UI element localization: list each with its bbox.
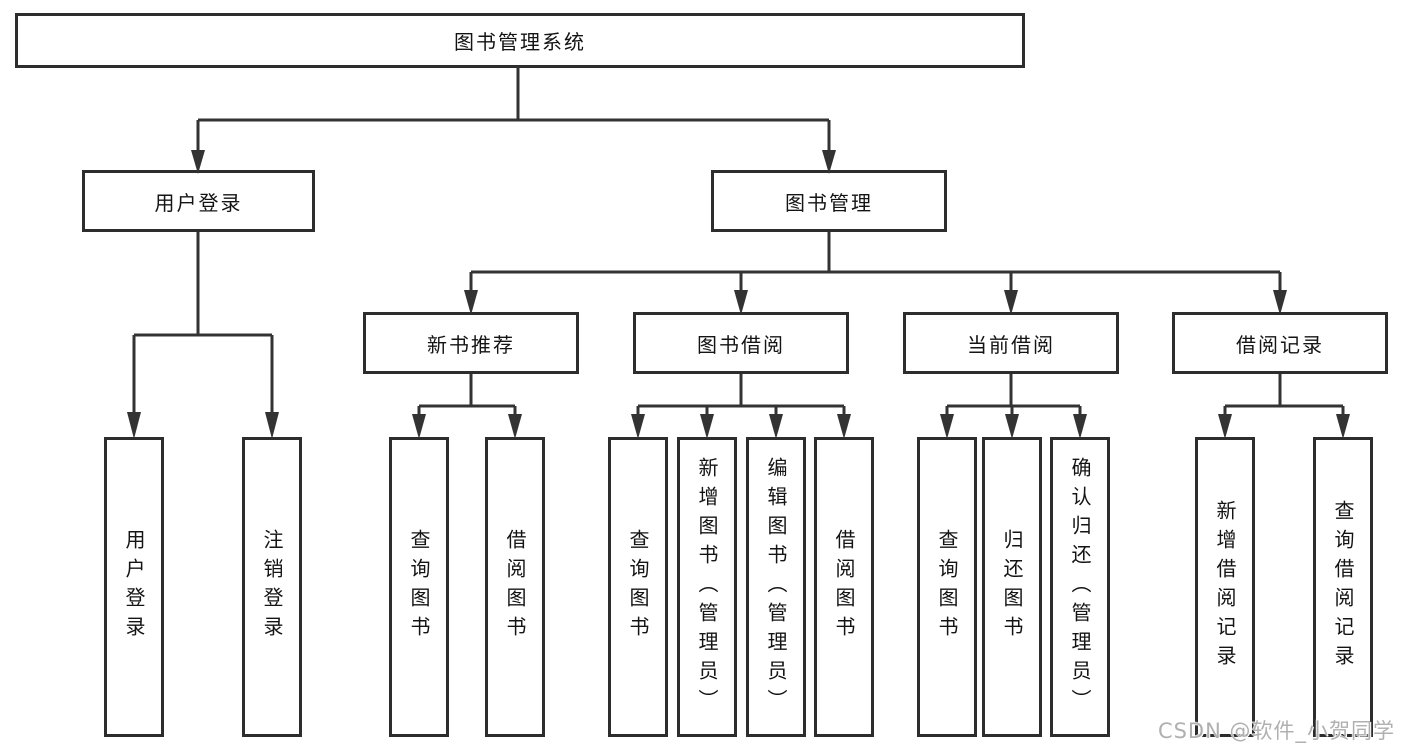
node-book-borrow: 图书借阅	[633, 312, 849, 374]
connector-book-borrow-children	[631, 374, 851, 439]
connector-borrow-record-children	[1218, 374, 1350, 439]
connector-book-mgmt-children	[464, 232, 1287, 315]
node-new-book-rec-label: 新书推荐	[427, 332, 515, 357]
node-user-login: 用户登录	[82, 170, 315, 232]
node-borrow-record-label: 借阅记录	[1236, 332, 1324, 357]
node-current-borrow: 当前借阅	[903, 312, 1119, 374]
connector-user-login-children	[127, 232, 279, 439]
leaf-add-books-admin-label: 新增图书（管理员）	[695, 456, 719, 718]
node-book-borrow-label: 图书借阅	[697, 332, 785, 357]
leaf-confirm-return-admin-label: 确认归还（管理员）	[1068, 456, 1092, 718]
connector-new-book-rec-children	[412, 374, 522, 439]
leaf-add-borrow-record-label: 新增借阅记录	[1213, 500, 1237, 674]
leaf-borrow-books-rec: 借阅图书	[485, 437, 545, 737]
leaf-add-books-admin: 新增图书（管理员）	[677, 437, 737, 737]
leaf-query-books-borrow: 查询图书	[608, 437, 668, 737]
leaf-borrow-books-rec-label: 借阅图书	[503, 529, 527, 645]
leaf-edit-books-admin-label: 编辑图书（管理员）	[764, 456, 788, 718]
node-user-login-label: 用户登录	[154, 190, 243, 215]
leaf-logout-label: 注销登录	[260, 529, 284, 645]
node-root-label: 图书管理系统	[454, 30, 586, 54]
leaf-query-borrow-record: 查询借阅记录	[1313, 437, 1373, 737]
leaf-add-borrow-record: 新增借阅记录	[1195, 437, 1255, 737]
leaf-logout: 注销登录	[242, 437, 302, 737]
node-current-borrow-label: 当前借阅	[967, 332, 1055, 357]
node-borrow-record: 借阅记录	[1172, 312, 1388, 374]
leaf-query-books-rec: 查询图书	[389, 437, 449, 737]
leaf-user-login: 用户登录	[104, 437, 164, 737]
node-new-book-rec: 新书推荐	[363, 312, 579, 374]
connector-root-to-level2	[191, 66, 836, 174]
leaf-query-books-current-label: 查询图书	[935, 529, 959, 645]
leaf-return-books: 归还图书	[982, 437, 1042, 737]
node-book-mgmt: 图书管理	[711, 170, 947, 232]
leaf-confirm-return-admin: 确认归还（管理员）	[1050, 437, 1110, 737]
connector-current-borrow-children	[940, 374, 1087, 439]
watermark: CSDN @软件_小贺同学	[1157, 719, 1395, 743]
node-book-mgmt-label: 图书管理	[785, 190, 873, 215]
leaf-user-login-label: 用户登录	[122, 529, 146, 645]
leaf-return-books-label: 归还图书	[1000, 529, 1024, 645]
leaf-query-books-current: 查询图书	[917, 437, 977, 737]
node-root: 图书管理系统	[15, 13, 1025, 68]
leaf-query-borrow-record-label: 查询借阅记录	[1331, 500, 1355, 674]
leaf-borrow-books-label: 借阅图书	[832, 529, 856, 645]
leaf-query-books-rec-label: 查询图书	[407, 529, 431, 645]
leaf-edit-books-admin: 编辑图书（管理员）	[746, 437, 806, 737]
leaf-query-books-borrow-label: 查询图书	[626, 529, 650, 645]
leaf-borrow-books: 借阅图书	[814, 437, 874, 737]
